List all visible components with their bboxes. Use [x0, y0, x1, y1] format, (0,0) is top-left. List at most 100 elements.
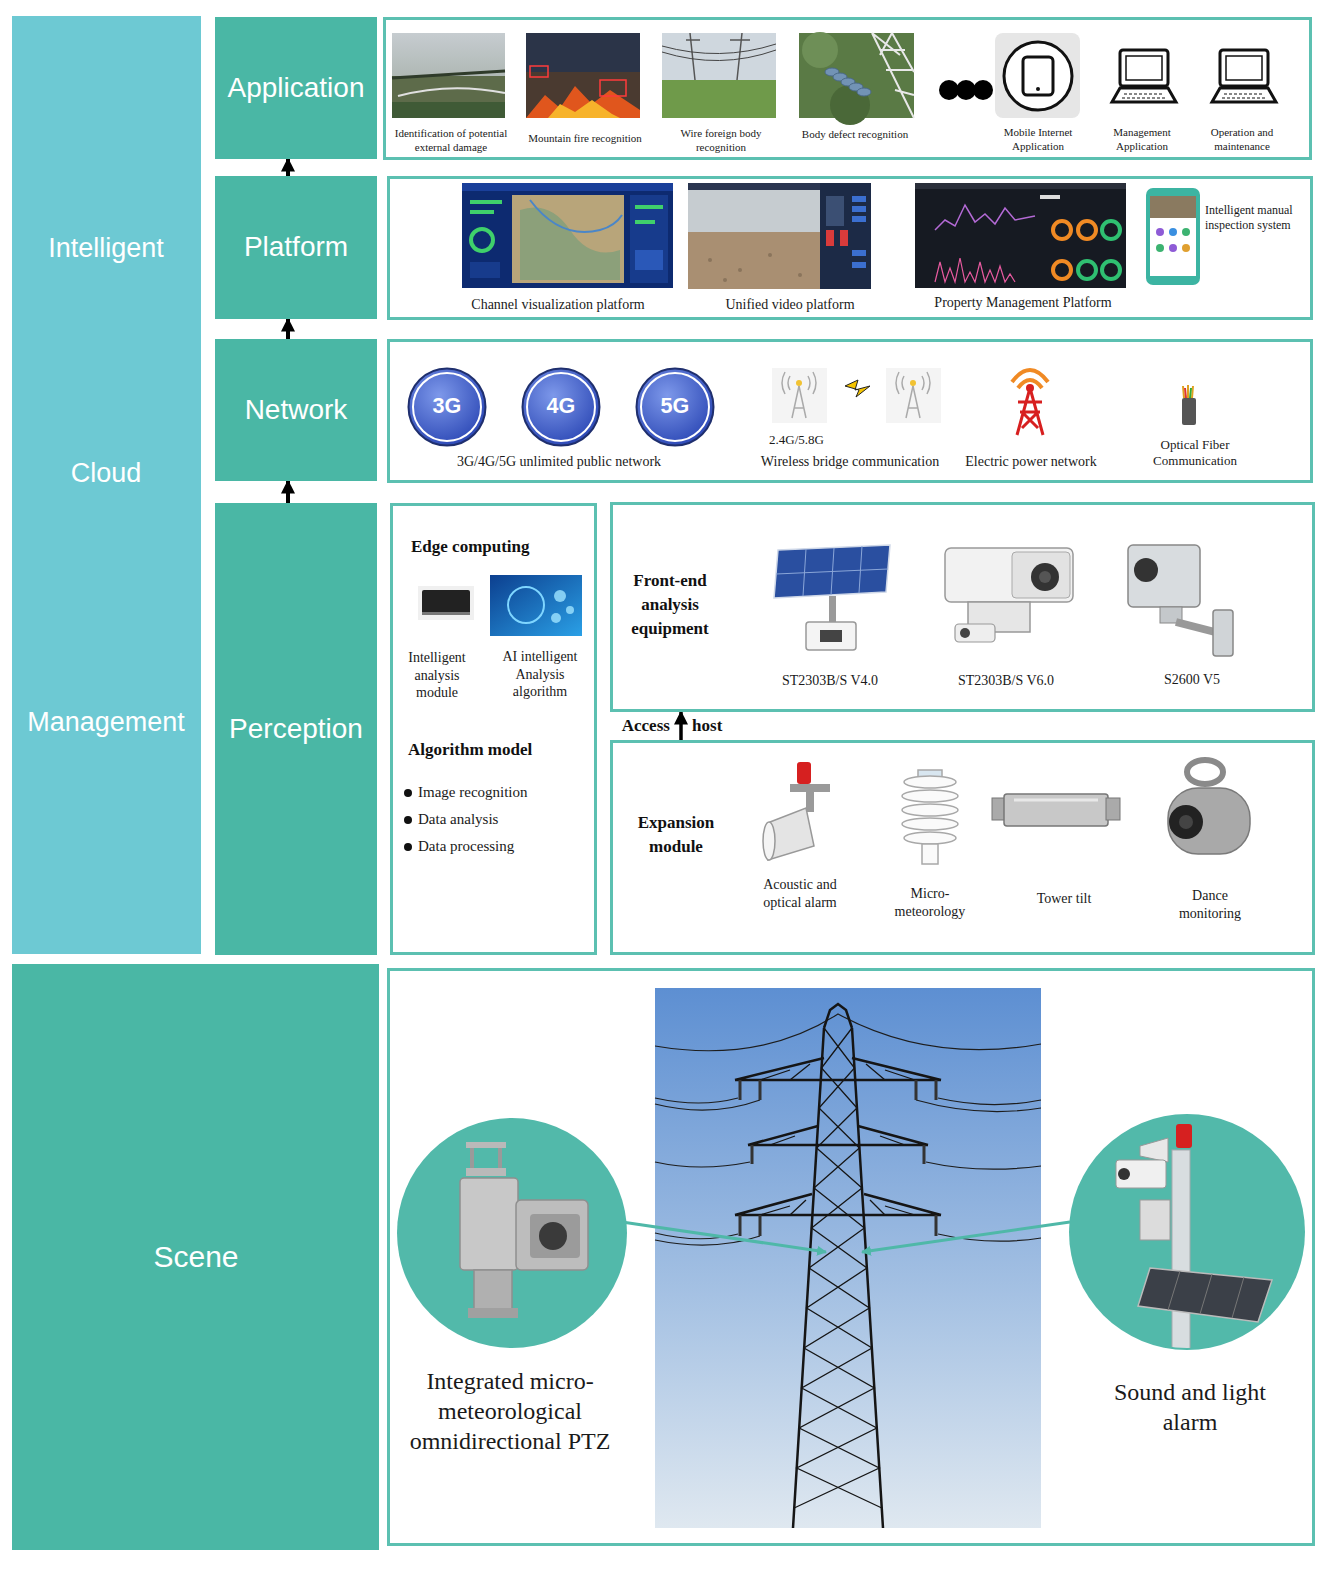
ptz-camera-device	[960, 628, 970, 638]
ai-algorithm-image	[490, 575, 582, 636]
external-damage-photo	[392, 71, 505, 78]
wireless-antenna-icon	[792, 386, 806, 418]
unified-video-screen	[852, 262, 866, 268]
bullet-dot	[404, 843, 412, 851]
content-panel: Expansion moduleAcoustic and optical ala…	[610, 740, 1315, 955]
external-damage-photo	[398, 88, 505, 96]
network-generation: 5G	[635, 394, 715, 418]
caption: Integrated micro-meteorological omnidire…	[385, 1366, 635, 1456]
channel-visualization-screen	[530, 200, 622, 232]
unified-video-screen	[798, 273, 802, 277]
s2600-camera-device	[1128, 545, 1200, 607]
unified-video-screen	[768, 253, 772, 257]
layer-box: Network	[215, 339, 377, 481]
laptop-icon	[1122, 94, 1166, 98]
acoustic-optical-alarm-device	[763, 762, 830, 860]
laptop-icon	[1112, 50, 1176, 102]
panel-heading: Algorithm model	[408, 738, 578, 762]
caption: Optical Fiber Communication	[1140, 437, 1250, 470]
caption: Tower tilt	[1014, 890, 1114, 908]
flow-arrow	[286, 481, 290, 503]
unified-video-screen	[738, 268, 742, 272]
ptz-camera-device	[1012, 552, 1070, 598]
transmission-tower-photo	[655, 988, 1041, 1528]
tower-tilt-sensor	[1106, 798, 1120, 820]
laptop-icon	[1226, 56, 1262, 80]
transmission-tower-photo	[824, 1004, 852, 1028]
tablet-icon	[1023, 57, 1053, 95]
caption: Wire foreign body recognition	[669, 127, 773, 155]
mountain-fire-photo	[600, 80, 626, 96]
phone-app-icon	[1150, 196, 1196, 276]
unified-video-screen	[852, 206, 866, 212]
wireless-antenna-icon	[772, 368, 827, 423]
caption: Dance monitoring	[1165, 887, 1255, 922]
property-management-screen	[935, 205, 1035, 230]
micro-meteorology-device	[902, 790, 958, 802]
layer-label: Network	[217, 393, 375, 427]
phone-app-icon	[1146, 188, 1200, 285]
acoustic-optical-alarm-device	[763, 822, 775, 860]
ai-algorithm-image	[554, 590, 566, 602]
caption: Micro-meteorology	[885, 885, 975, 920]
caption: Data analysis	[418, 810, 588, 829]
ptz-device-circle	[498, 1148, 502, 1170]
leader-line	[622, 1222, 826, 1252]
channel-visualization-screen	[470, 210, 494, 214]
tower-tilt-sensor	[1014, 799, 1098, 802]
body-defect-photo	[872, 33, 914, 118]
external-damage-photo	[392, 76, 505, 118]
power-tower-icon	[1017, 388, 1043, 435]
acoustic-optical-alarm-device	[790, 784, 830, 792]
ptz-device-circle	[460, 1178, 518, 1270]
unified-video-screen	[723, 278, 727, 282]
micro-meteorology-device	[902, 770, 958, 864]
ptz-device-circle	[466, 1168, 506, 1176]
wireless-antenna-icon	[886, 368, 941, 423]
layer-box: Scene	[12, 964, 379, 1550]
channel-visualization-screen	[512, 195, 624, 283]
ptz-camera-device	[945, 548, 1073, 602]
acoustic-optical-alarm-device	[797, 762, 811, 784]
lightning-icon	[845, 380, 870, 397]
npu-chip-icon	[422, 612, 470, 615]
unified-video-screen	[826, 196, 844, 226]
laptop-icon	[1222, 94, 1266, 98]
transmission-tower-photo	[752, 1145, 924, 1164]
caption: Intelligent analysis module	[397, 649, 477, 702]
flow-arrow	[286, 319, 290, 339]
solar-camera-device	[806, 622, 856, 650]
tablet-icon	[995, 33, 1080, 118]
channel-visualization-screen	[462, 183, 673, 288]
caption: S2600 V5	[1132, 671, 1252, 689]
micro-meteorology-device	[902, 818, 958, 830]
external-damage-photo	[392, 33, 505, 118]
network-circle: 4G	[521, 367, 601, 447]
ptz-device-circle	[530, 1214, 580, 1258]
property-management-screen	[935, 258, 1015, 282]
caption: Acoustic and optical alarm	[758, 876, 842, 911]
leader-line	[622, 1222, 1070, 1252]
mountain-fire-photo	[526, 33, 640, 118]
ptz-device-circle	[539, 1222, 567, 1250]
transmission-tower-photo	[760, 1200, 915, 1215]
transmission-tower-photo	[735, 1194, 941, 1215]
npu-chip-icon	[418, 586, 474, 620]
wireless-antenna-icon	[906, 386, 920, 418]
layer-label: Platform	[217, 230, 375, 264]
phone-app-icon	[1146, 188, 1200, 285]
alarm-device-circle	[1168, 1271, 1244, 1318]
external-damage-photo	[392, 33, 505, 118]
network-circle: 5G	[635, 367, 715, 447]
caption: Image recognition	[418, 783, 588, 802]
transmission-tower-photo	[793, 1028, 883, 1528]
unified-video-screen	[840, 230, 848, 246]
ptz-camera-device	[1039, 571, 1051, 583]
optical-fiber-icon	[1190, 388, 1191, 398]
channel-visualization-screen	[462, 183, 673, 191]
lightning-icon	[845, 380, 870, 397]
layer-label: Intelligent	[16, 232, 196, 264]
property-management-screen	[1040, 195, 1060, 199]
micro-meteorology-device	[922, 844, 938, 864]
